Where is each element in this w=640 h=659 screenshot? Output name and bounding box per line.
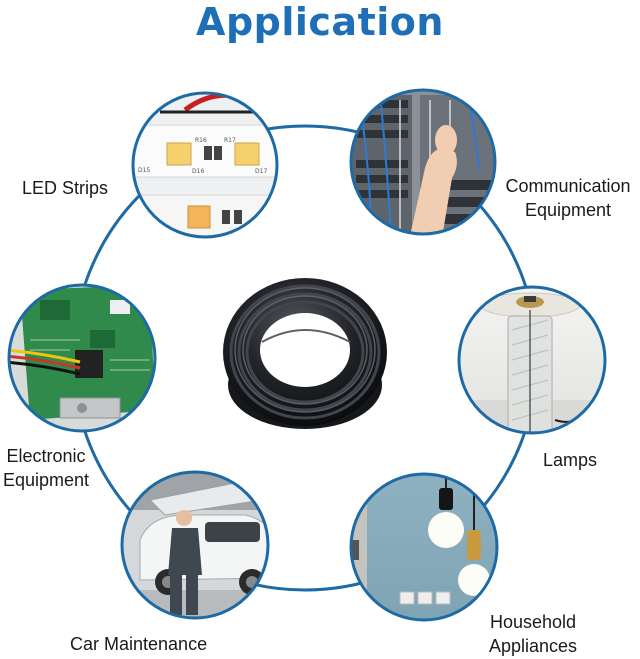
black-cable-coil <box>223 278 387 429</box>
led-strip-photo: R16 R17 D15 D16 D17 <box>131 91 279 239</box>
label-communication-line2: Equipment <box>524 200 612 220</box>
label-household-line1: Household <box>489 612 577 632</box>
label-electronic-line2: Equipment <box>2 470 90 490</box>
svg-text:R17: R17 <box>224 137 236 144</box>
svg-text:R16: R16 <box>195 137 207 144</box>
label-household-appliances: Household Appliances <box>478 610 588 658</box>
mechanic-car-photo <box>120 470 270 620</box>
page-title: Application <box>196 0 444 44</box>
label-led-strips: LED Strips <box>22 178 109 198</box>
circuit-board-photo <box>7 283 157 433</box>
label-car-maintenance: Car Maintenance <box>70 634 208 654</box>
label-communication-line1: Communication <box>505 176 631 196</box>
glass-lamp-photo <box>457 285 607 435</box>
label-household-line2: Appliances <box>488 636 578 656</box>
label-electronic-line1: Electronic <box>6 446 86 466</box>
svg-text:D15: D15 <box>138 167 150 174</box>
server-rack-photo <box>349 88 497 236</box>
svg-text:D16: D16 <box>192 168 204 175</box>
label-communication-equipment: Communication Equipment <box>498 174 638 222</box>
label-lamps: Lamps <box>543 450 598 470</box>
svg-text:D17: D17 <box>255 168 267 175</box>
label-electronic-equipment: Electronic Equipment <box>0 444 92 492</box>
pendant-bulbs-photo <box>349 472 499 622</box>
